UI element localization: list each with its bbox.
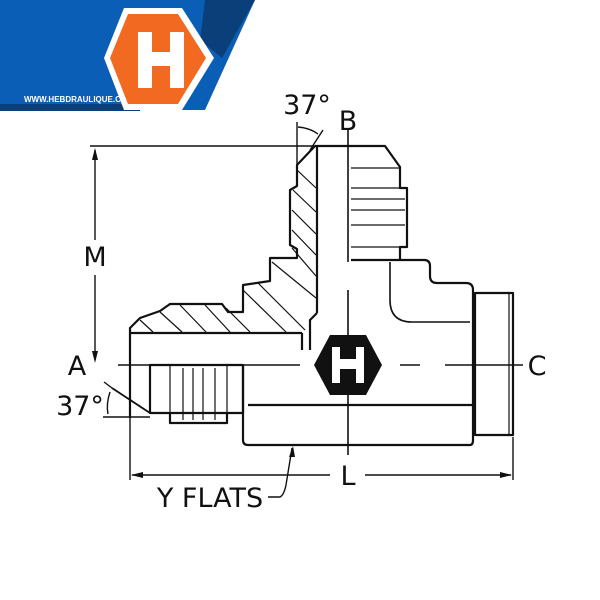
dim-l-label: L <box>340 461 355 492</box>
center-logo-hexagon <box>314 335 382 395</box>
dimensions <box>90 122 514 498</box>
dim-m-label: M <box>83 242 106 273</box>
brand-banner: WWW.HEBDRAULIQUE.CA <box>0 0 255 111</box>
website-url: WWW.HEBDRAULIQUE.CA <box>24 95 127 104</box>
port-b-label: B <box>339 106 358 137</box>
port-b-male <box>315 144 409 260</box>
angle-label-top: 37° <box>283 90 331 121</box>
port-a-label: A <box>68 351 87 382</box>
port-c-label: C <box>528 351 547 382</box>
angle-label-left: 37° <box>56 391 104 422</box>
section-hatching <box>139 169 317 333</box>
tee-fitting <box>111 144 515 447</box>
flats-label: Y FLATS <box>156 483 263 514</box>
brand-logo-hexagon <box>104 8 214 110</box>
